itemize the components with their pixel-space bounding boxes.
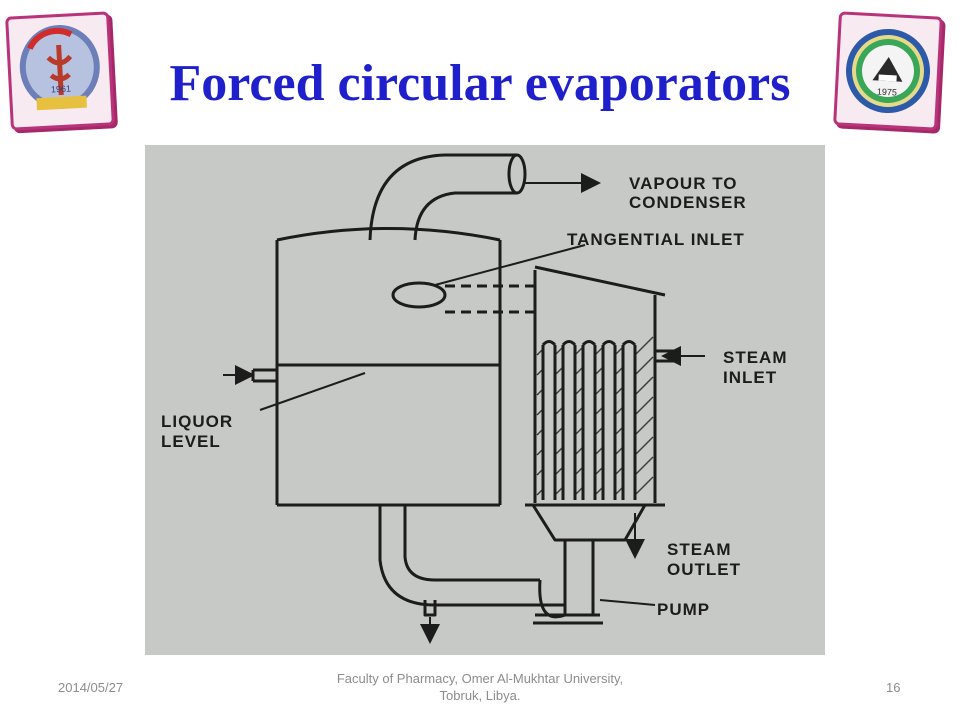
cone: [533, 505, 645, 540]
label-tangential-inlet: TANGENTIAL INLET: [567, 230, 745, 249]
logo-left-year: 1961: [51, 83, 72, 94]
vessel-body: [277, 229, 500, 506]
footer-institution-line1: Faculty of Pharmacy, Omer Al-Mukhtar Uni…: [320, 670, 640, 687]
label-steam-outlet-1: STEAM: [667, 540, 732, 559]
label-steam-outlet-2: OUTLET: [667, 560, 741, 579]
tangential-inlet: [393, 283, 445, 307]
footer-date: 2014/05/27: [58, 680, 123, 695]
label-vapour-1: VAPOUR TO: [629, 174, 738, 193]
label-steam-inlet-2: INLET: [723, 368, 777, 387]
label-vapour-2: CONDENSER: [629, 193, 747, 212]
faculty-logo-left: 1961: [5, 11, 115, 130]
label-pump: PUMP: [657, 600, 710, 619]
logo-right-year: 1975: [877, 86, 898, 97]
label-liquor-1: LIQUOR: [161, 412, 233, 431]
footer-institution: Faculty of Pharmacy, Omer Al-Mukhtar Uni…: [320, 670, 640, 704]
label-liquor-2: LEVEL: [161, 432, 221, 451]
slide-title: Forced circular evaporators: [120, 58, 840, 110]
page-number: 16: [886, 680, 900, 695]
evaporator-diagram: VAPOUR TO CONDENSER TANGENTIAL INLET STE…: [145, 145, 825, 655]
return-pipe: [380, 505, 565, 605]
tube-bundle: [543, 342, 635, 501]
label-steam-inlet-1: STEAM: [723, 348, 788, 367]
footer-institution-line2: Tobruk, Libya.: [320, 687, 640, 704]
university-logo-right: 1975: [833, 11, 943, 130]
